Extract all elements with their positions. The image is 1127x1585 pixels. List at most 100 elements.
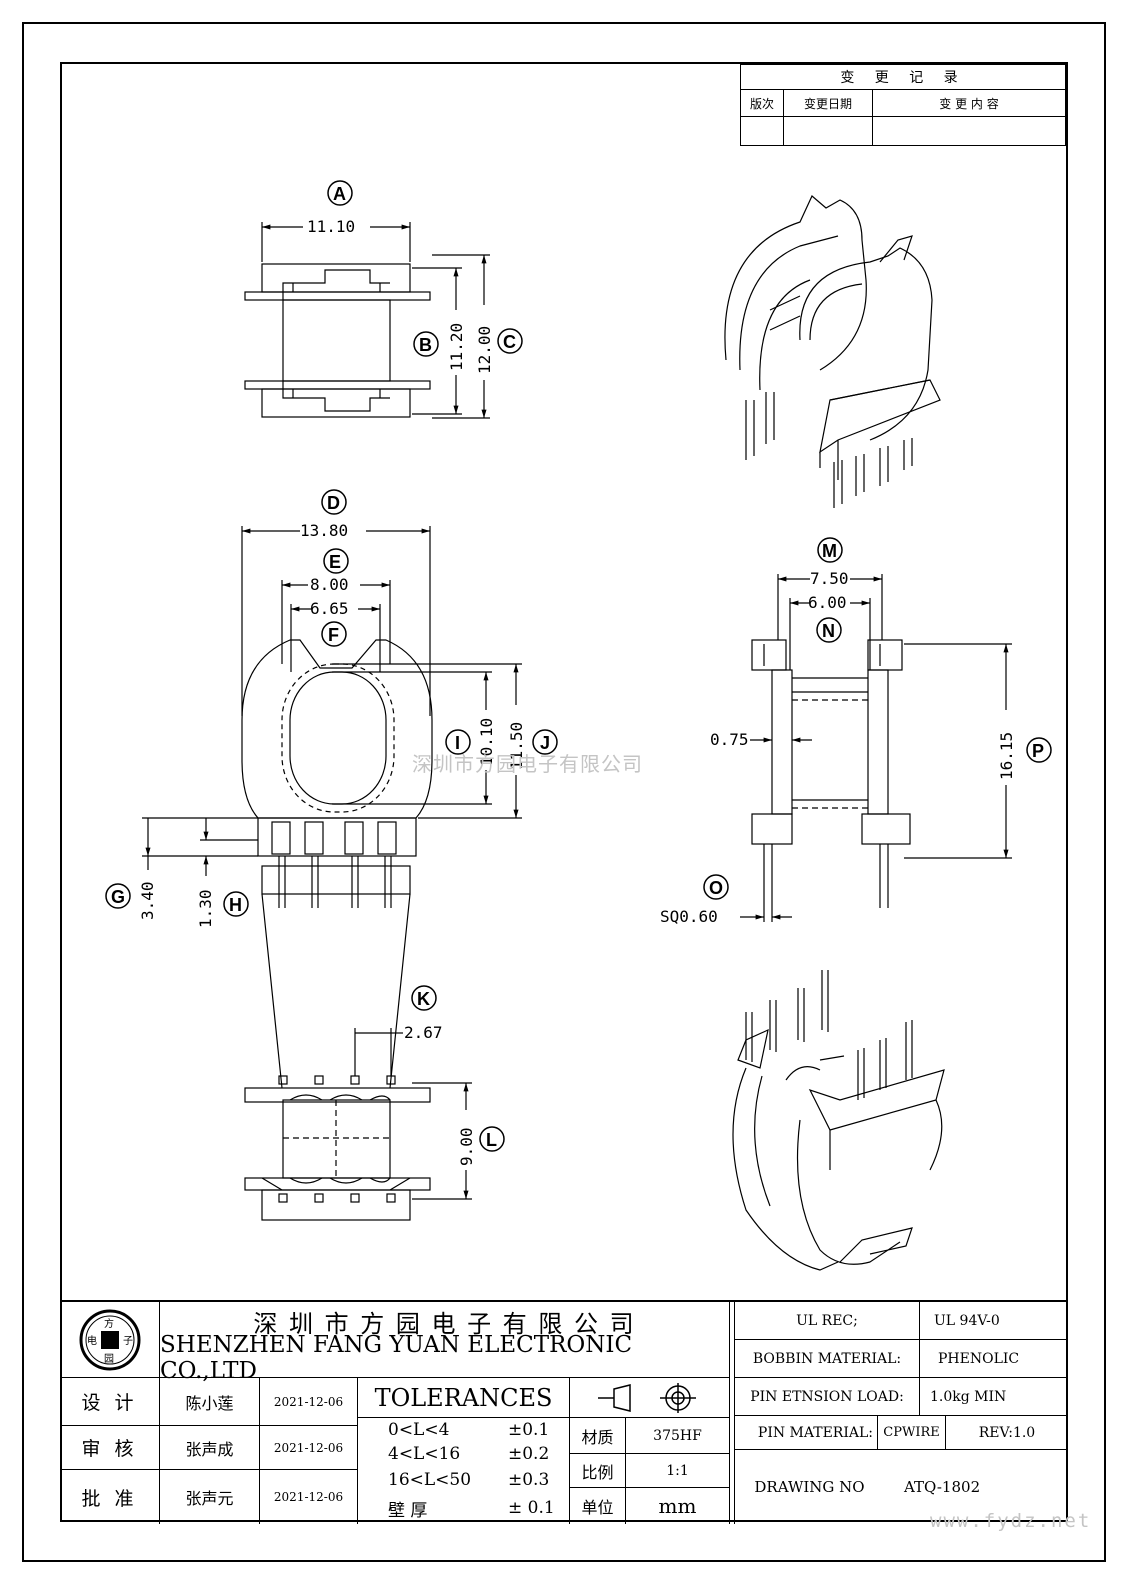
pin-load-value: 1.0kg MIN — [920, 1378, 1068, 1416]
svg-text:P: P — [1032, 741, 1044, 761]
svg-text:G: G — [111, 887, 125, 907]
dim-g: 3.40 — [138, 881, 157, 920]
dim-n: 6.00 — [808, 593, 847, 612]
ul-rec-label: UL REC; — [734, 1302, 920, 1340]
drawing-no-value: ATQ-1802 — [904, 1478, 981, 1496]
tol-range: 4<L<16 — [388, 1444, 461, 1464]
date-review: 2021-12-06 — [260, 1426, 358, 1470]
balloon-c: C — [497, 328, 523, 354]
dim-e: 8.00 — [310, 575, 349, 594]
balloon-k: K — [411, 985, 437, 1011]
projection-symbols — [570, 1378, 730, 1418]
revision-table: 变 更 记 录 版次 变更日期 变 更 内 容 — [740, 64, 1066, 146]
balloon-h: H — [223, 891, 249, 917]
tol-value: ± 0.1 — [508, 1498, 555, 1518]
dim-m: 7.50 — [810, 569, 849, 588]
dim-f: 6.65 — [310, 599, 349, 618]
tol-range: 0<L<4 — [388, 1420, 450, 1440]
role-approve: 批 准 — [60, 1470, 160, 1524]
material-label: 材质 — [570, 1418, 626, 1454]
dim-d: 13.80 — [300, 521, 348, 540]
svg-text:园: 园 — [104, 1353, 114, 1365]
balloon-a: A — [327, 180, 353, 206]
svg-text:L: L — [486, 1130, 497, 1150]
svg-text:N: N — [822, 621, 835, 641]
svg-text:K: K — [417, 989, 430, 1009]
side-view — [740, 574, 1012, 922]
tolerances-title: TOLERANCES — [358, 1378, 570, 1418]
name-design: 陈小莲 — [160, 1378, 260, 1426]
rev-col-version: 版次 — [740, 89, 784, 117]
tol-value: ±0.1 — [508, 1420, 550, 1440]
front-view — [142, 526, 522, 908]
svg-text:M: M — [822, 541, 837, 561]
iso-view-bottom — [732, 970, 945, 1271]
dim-a: 11.10 — [307, 217, 355, 236]
dim-c: 12.00 — [475, 326, 494, 374]
balloon-e: E — [323, 548, 349, 574]
company-name-cn: 深 圳 市 方 园 电 子 有 限 公 司 — [160, 1302, 730, 1340]
balloon-j: J — [532, 729, 558, 755]
scale-label: 比例 — [570, 1454, 626, 1488]
ul-rec-value: UL 94V-0 — [920, 1302, 1068, 1340]
dim-i: 10.10 — [477, 718, 496, 766]
balloon-o: O — [703, 874, 729, 900]
material-value: 375HF — [626, 1418, 730, 1454]
svg-text:E: E — [329, 552, 341, 572]
dim-h: 1.30 — [196, 889, 215, 928]
rev-cell — [740, 116, 784, 146]
balloons: A B C D E F G H I J K L M N O P — [105, 180, 1052, 1152]
balloon-d: D — [321, 489, 347, 515]
tolerance-table: 0<L<4 ±0.1 4<L<16 ±0.2 16<L<50 ±0.3 壁 厚 … — [358, 1418, 570, 1524]
balloon-p: P — [1026, 737, 1052, 763]
drawing-frame — [60, 62, 1068, 1522]
balloon-l: L — [479, 1126, 505, 1152]
bottom-view — [244, 865, 472, 1221]
svg-text:电: 电 — [87, 1334, 97, 1347]
pin-material-label: PIN MATERIAL: — [734, 1416, 878, 1450]
dim-l: 9.00 — [457, 1127, 476, 1166]
name-review: 张声成 — [160, 1426, 260, 1470]
role-review: 审 核 — [60, 1426, 160, 1470]
unit-value: mm — [626, 1488, 730, 1524]
outer-border — [22, 22, 1106, 1562]
unit-label: 单位 — [570, 1488, 626, 1524]
balloon-m: M — [817, 537, 843, 563]
svg-text:子: 子 — [123, 1335, 133, 1347]
date-approve: 2021-12-06 — [260, 1470, 358, 1524]
title-block: 方 电 子 园 深 圳 市 方 园 电 子 有 限 公 司 SHENZHEN F… — [60, 1300, 1068, 1524]
role-design: 设 计 — [60, 1378, 160, 1426]
balloon-f: F — [321, 621, 347, 647]
tol-value: ±0.2 — [508, 1444, 550, 1464]
svg-text:J: J — [540, 733, 550, 753]
dim-p: 16.15 — [997, 732, 1016, 780]
company-logo: 方 电 子 园 — [79, 1309, 140, 1370]
tol-range: 16<L<50 — [388, 1470, 472, 1490]
site-watermark: www.fydz.net — [930, 1510, 1092, 1532]
name-approve: 张声元 — [160, 1470, 260, 1524]
bobbin-material-value: PHENOLIC — [920, 1340, 1068, 1378]
balloon-n: N — [816, 617, 842, 643]
balloon-b: B — [413, 331, 439, 357]
dim-j: 11.50 — [507, 722, 526, 770]
balloon-g: G — [105, 883, 131, 909]
svg-text:F: F — [328, 625, 339, 645]
date-design: 2021-12-06 — [260, 1378, 358, 1426]
svg-text:B: B — [419, 335, 432, 355]
top-view — [244, 222, 490, 419]
pin-material-value: CPWIRE — [878, 1416, 946, 1450]
revision-number: REV:1.0 — [946, 1416, 1068, 1450]
watermark: 深圳市方园电子有限公司 — [412, 752, 643, 776]
svg-text:A: A — [333, 184, 346, 204]
drawing-no-label: DRAWING NO — [734, 1450, 884, 1524]
revision-title: 变 更 记 录 — [740, 64, 1066, 90]
balloon-i: I — [445, 729, 471, 755]
third-angle-projection-icon — [597, 1382, 696, 1413]
scale-value: 1:1 — [626, 1454, 730, 1488]
company-name-en: SHENZHEN FANG YUAN ELECTRONIC CO.,LTD — [160, 1332, 730, 1384]
rev-cell — [872, 116, 1066, 146]
rev-cell — [783, 116, 873, 146]
svg-text:O: O — [709, 878, 723, 898]
dimension-labels: 11.10 11.20 12.00 13.80 8.00 6.65 10.10 … — [138, 217, 1016, 1166]
